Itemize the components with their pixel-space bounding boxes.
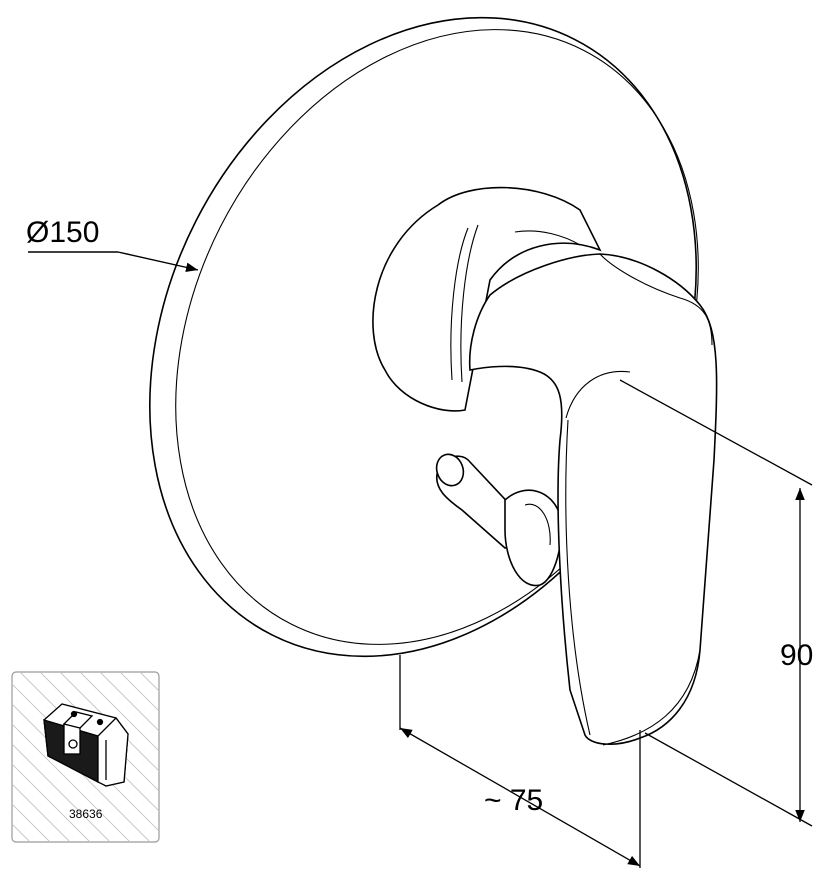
height-extension-bottom (644, 732, 813, 827)
height-dimension (619, 379, 813, 827)
height-extension-top (619, 379, 813, 486)
depth-dimension-line (399, 727, 641, 867)
part-number: 38636 (69, 807, 103, 821)
diameter-dimension (28, 251, 199, 273)
part-inset: 38636 (11, 671, 160, 843)
accessory-part-icon (43, 703, 129, 787)
diverter-knob (435, 453, 563, 587)
depth-label: ~ 75 (484, 784, 543, 817)
diameter-label: Ø150 (26, 216, 99, 249)
depth-dimension (399, 655, 641, 868)
diameter-arrow (117, 251, 199, 273)
height-label: 90 (780, 639, 813, 672)
